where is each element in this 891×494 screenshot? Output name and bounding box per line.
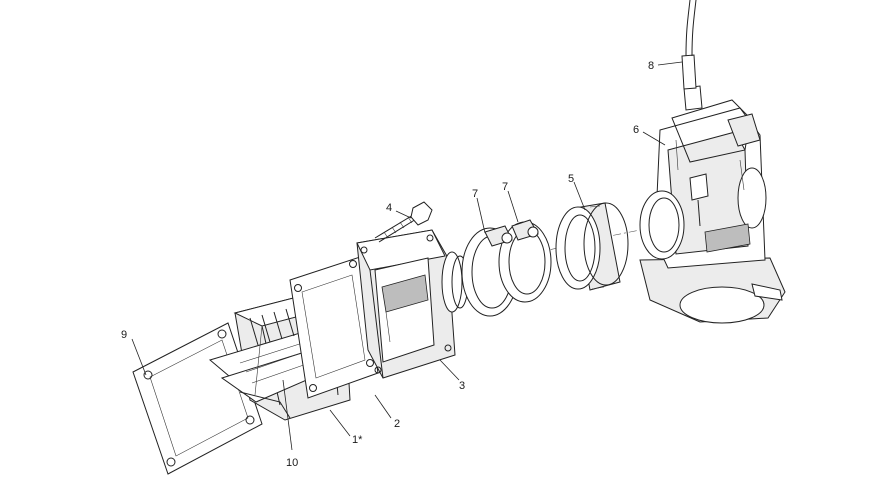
callout-9: 9: [121, 329, 127, 341]
manifold-part-3: [356, 229, 469, 379]
hose-clamps-part-7: [461, 219, 552, 317]
callout-4: 4: [386, 202, 392, 214]
callout-6: 6: [633, 124, 639, 136]
callout-5: 5: [568, 173, 574, 185]
carburettor-part-6: [639, 0, 786, 324]
callout-3: 3: [459, 380, 465, 392]
intake-sleeve-part-5: [555, 202, 629, 291]
callout-8: 8: [648, 60, 654, 72]
callout-7-left: 7: [472, 188, 478, 200]
callout-7-right: 7: [502, 181, 508, 193]
callout-leaders: [131, 61, 683, 451]
callout-10: 10: [286, 457, 298, 469]
bolt-part-4: [374, 201, 433, 243]
callout-1: 1*: [352, 434, 363, 446]
callout-2: 2: [394, 418, 400, 430]
